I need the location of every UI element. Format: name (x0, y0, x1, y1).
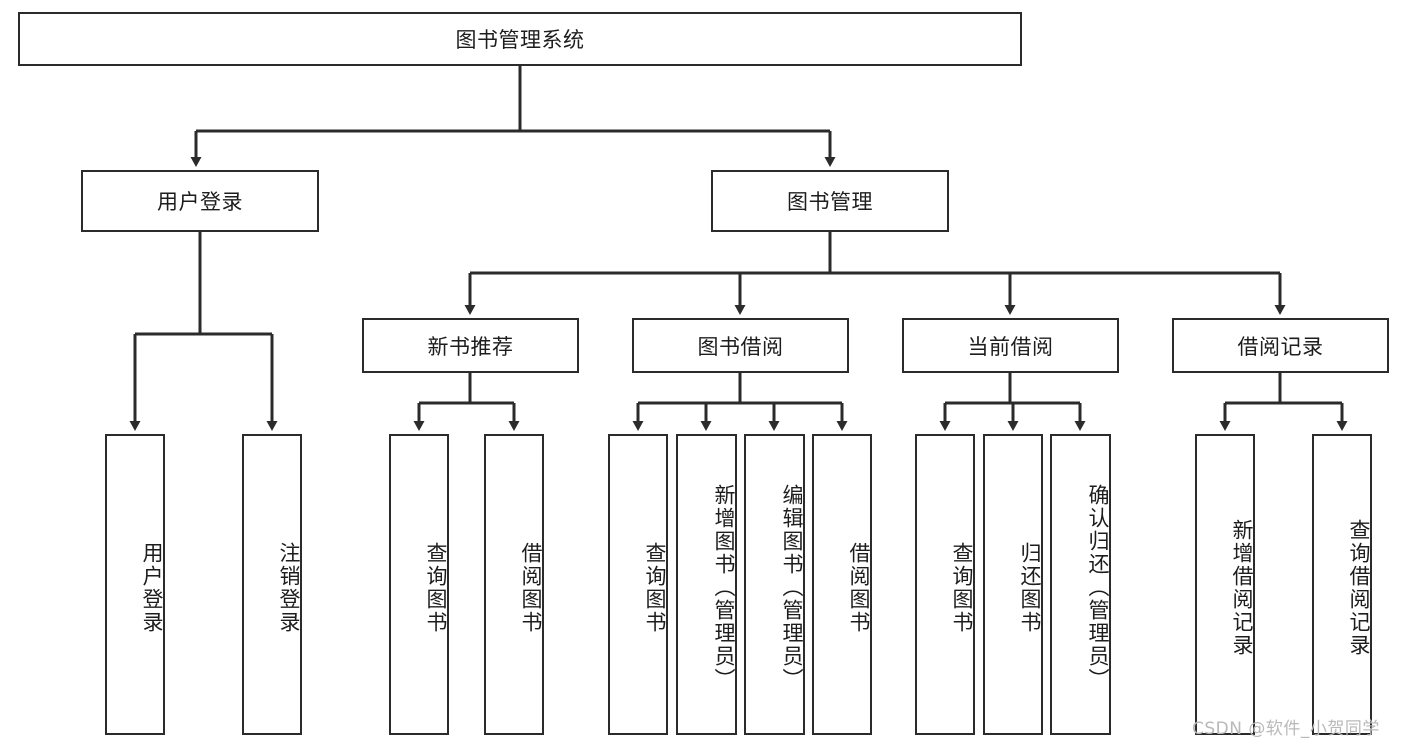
leaf-label: 查询借阅记录 (1347, 518, 1371, 657)
leaf-query-book-recommend[interactable]: 查询图书 (389, 434, 449, 735)
leaf-label: 归还图书 (1018, 541, 1042, 634)
node-borrow-records[interactable]: 借阅记录 (1172, 318, 1389, 373)
node-root-label: 图书管理系统 (455, 28, 585, 52)
node-book-management[interactable]: 图书管理 (711, 170, 949, 232)
leaf-user-login[interactable]: 用户登录 (105, 434, 165, 735)
node-root[interactable]: 图书管理系统 (18, 12, 1022, 66)
node-new-book-recommend[interactable]: 新书推荐 (362, 318, 579, 373)
leaf-query-book-current[interactable]: 查询图书 (915, 434, 975, 735)
leaf-borrow-book-recommend[interactable]: 借阅图书 (484, 434, 544, 735)
leaf-return-book[interactable]: 归还图书 (983, 434, 1043, 735)
leaf-borrow-book[interactable]: 借阅图书 (812, 434, 872, 735)
node-current-borrow-label: 当前借阅 (967, 334, 1054, 359)
leaf-label: 用户登录 (140, 541, 164, 634)
leaf-label: 新增借阅记录 (1230, 518, 1254, 657)
leaf-confirm-return-admin[interactable]: 确认归还（管理员） (1050, 434, 1111, 735)
leaf-label: 编辑图书（管理员） (780, 484, 804, 691)
leaf-label: 新增图书（管理员） (712, 484, 736, 691)
leaf-label: 确认归还（管理员） (1086, 484, 1110, 691)
leaf-logout[interactable]: 注销登录 (242, 434, 302, 735)
node-book-borrow[interactable]: 图书借阅 (632, 318, 849, 373)
node-borrow-records-label: 借阅记录 (1237, 334, 1324, 359)
leaf-label: 查询图书 (950, 541, 974, 634)
leaf-add-book-admin[interactable]: 新增图书（管理员） (676, 434, 737, 735)
csdn-watermark: CSDN @软件_小贺同学 (1192, 719, 1380, 739)
node-current-borrow[interactable]: 当前借阅 (902, 318, 1119, 373)
leaf-label: 借阅图书 (519, 541, 543, 634)
leaf-edit-book-admin[interactable]: 编辑图书（管理员） (744, 434, 805, 735)
leaf-label: 借阅图书 (847, 541, 871, 634)
leaf-query-borrow-record[interactable]: 查询借阅记录 (1312, 434, 1372, 735)
leaf-label: 查询图书 (424, 541, 448, 634)
leaf-label: 查询图书 (643, 541, 667, 634)
node-book-management-label: 图书管理 (787, 190, 873, 214)
node-book-borrow-label: 图书借阅 (697, 334, 784, 359)
leaf-label: 注销登录 (277, 541, 301, 634)
leaf-add-borrow-record[interactable]: 新增借阅记录 (1195, 434, 1255, 735)
node-new-book-recommend-label: 新书推荐 (427, 334, 514, 359)
node-user-login-label: 用户登录 (157, 190, 243, 214)
leaf-query-book-borrow[interactable]: 查询图书 (608, 434, 668, 735)
node-user-login[interactable]: 用户登录 (81, 170, 319, 232)
